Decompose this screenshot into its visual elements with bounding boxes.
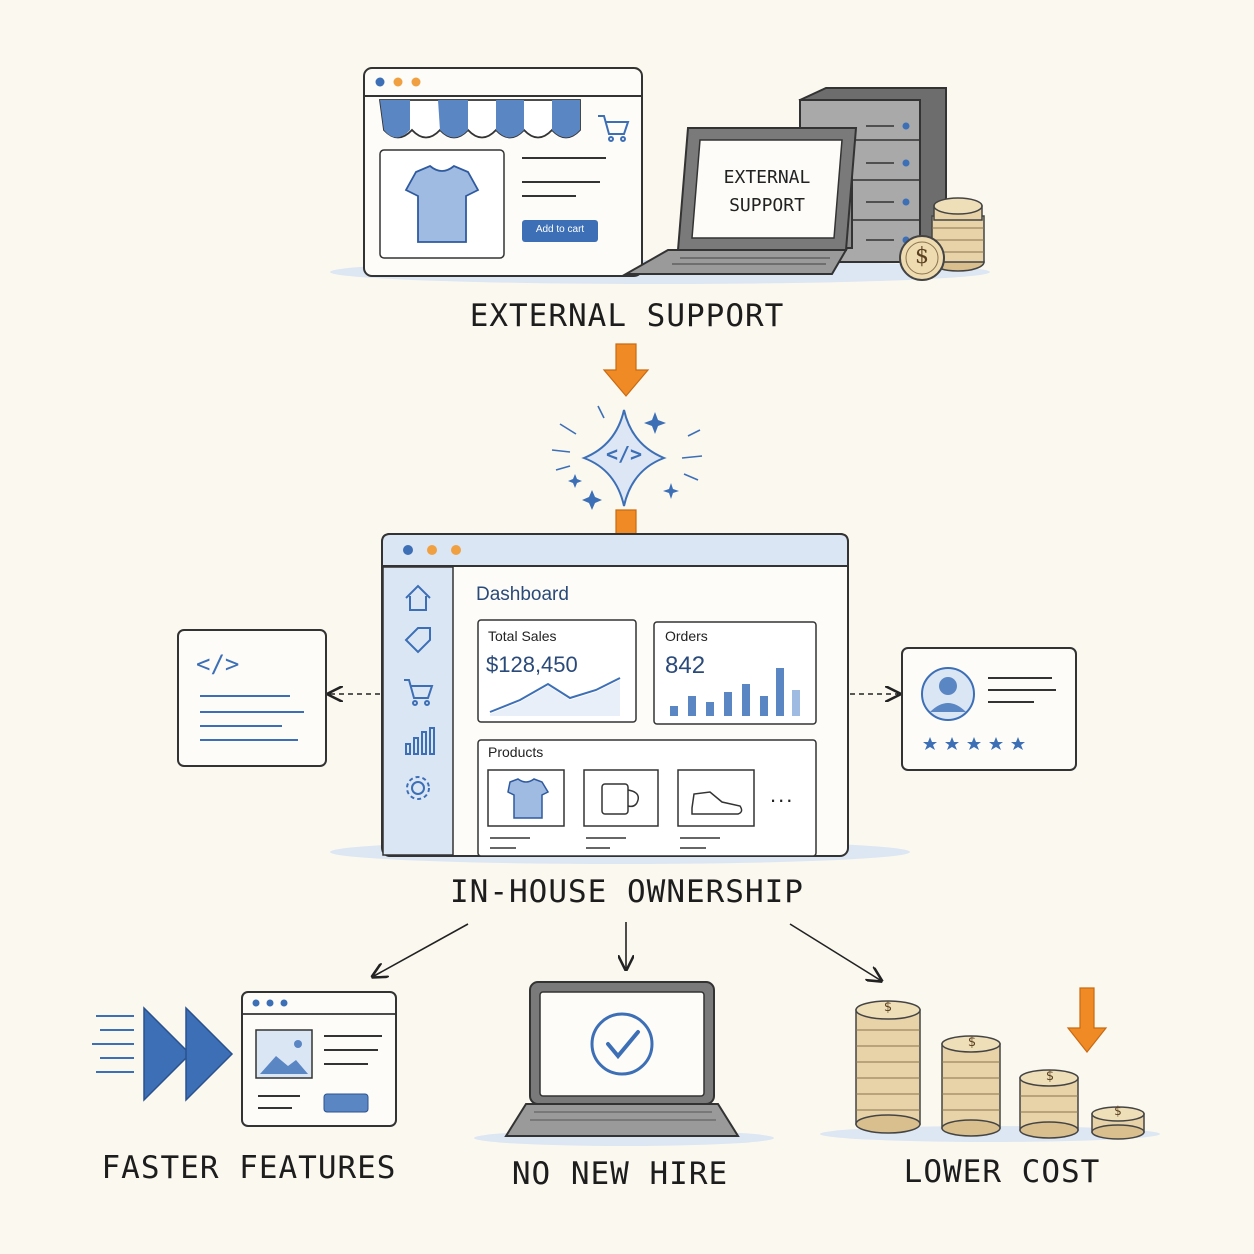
down-arrow-icon <box>1066 987 1108 1053</box>
window-dot-icon <box>427 545 437 555</box>
cart-icon <box>404 679 434 706</box>
caption-no-new-hire: NO NEW HIRE <box>511 1156 729 1192</box>
total-sales-value: $128,450 <box>486 652 578 677</box>
window-dot-icon <box>375 77 385 87</box>
caption-faster-features: FASTER FEATURES <box>101 1150 397 1186</box>
bar-chart-icon <box>405 727 435 755</box>
add-to-cart-label: Add to cart <box>535 224 585 235</box>
mug-icon <box>601 783 640 815</box>
gear-icon <box>406 776 430 800</box>
laptop-icon <box>622 127 858 275</box>
dollar-sign: $ <box>967 1035 977 1050</box>
add-to-cart-button <box>522 220 598 242</box>
down-arrow-icon <box>602 343 650 397</box>
total-sales-label: Total Sales <box>488 628 557 644</box>
dashboard-sidebar <box>382 566 454 856</box>
sales-trend-line <box>489 677 621 713</box>
window-dot-icon <box>403 545 413 555</box>
orders-value: 842 <box>665 652 706 679</box>
laptop-check-icon <box>504 981 740 1137</box>
window-dot-icon <box>451 545 461 555</box>
code-tag-icon: </> <box>605 442 643 466</box>
window-dot-icon <box>393 77 403 87</box>
caption-in-house-ownership: IN-HOUSE OWNERSHIP <box>450 874 804 910</box>
dollar-coin-icon <box>899 235 945 281</box>
star-rating-icon <box>923 737 1025 750</box>
laptop-screen-text: EXTERNAL SUPPORT <box>702 164 832 220</box>
profile-card <box>901 647 1077 771</box>
products-label: Products <box>488 744 544 760</box>
fast-forward-icon <box>92 1006 234 1102</box>
branch-arrow <box>789 923 880 980</box>
coin-stacks-decreasing-icon <box>855 1000 1145 1140</box>
dollar-sign: $ <box>915 244 929 269</box>
orders-label: Orders <box>665 628 708 644</box>
window-dot-icon <box>411 77 421 87</box>
dashboard-title: Dashboard <box>476 584 569 605</box>
code-sparkle-icon <box>551 405 703 510</box>
orders-bar-chart <box>670 668 800 716</box>
code-tag-icon: </> <box>196 650 240 678</box>
branch-arrow <box>374 923 469 976</box>
home-icon <box>405 584 431 611</box>
laptop-screen-line2: SUPPORT <box>729 195 805 216</box>
code-doc-card <box>177 629 327 767</box>
tag-icon <box>404 627 431 654</box>
feature-window <box>241 991 397 1127</box>
cart-icon <box>598 115 630 142</box>
shop-browser-window <box>363 67 643 277</box>
shoe-icon <box>691 791 743 815</box>
laptop-screen-line1: EXTERNAL <box>723 167 811 188</box>
dollar-sign: $ <box>1114 1104 1122 1118</box>
tshirt-icon <box>507 778 550 819</box>
dollar-sign: $ <box>1045 1069 1055 1084</box>
store-awning-icon <box>378 99 581 139</box>
tshirt-icon <box>404 164 480 243</box>
caption-lower-cost: LOWER COST <box>903 1154 1101 1190</box>
dollar-sign: $ <box>883 1000 893 1015</box>
more-products-ellipsis: ... <box>770 782 795 807</box>
caption-external-support: EXTERNAL SUPPORT <box>469 298 785 334</box>
